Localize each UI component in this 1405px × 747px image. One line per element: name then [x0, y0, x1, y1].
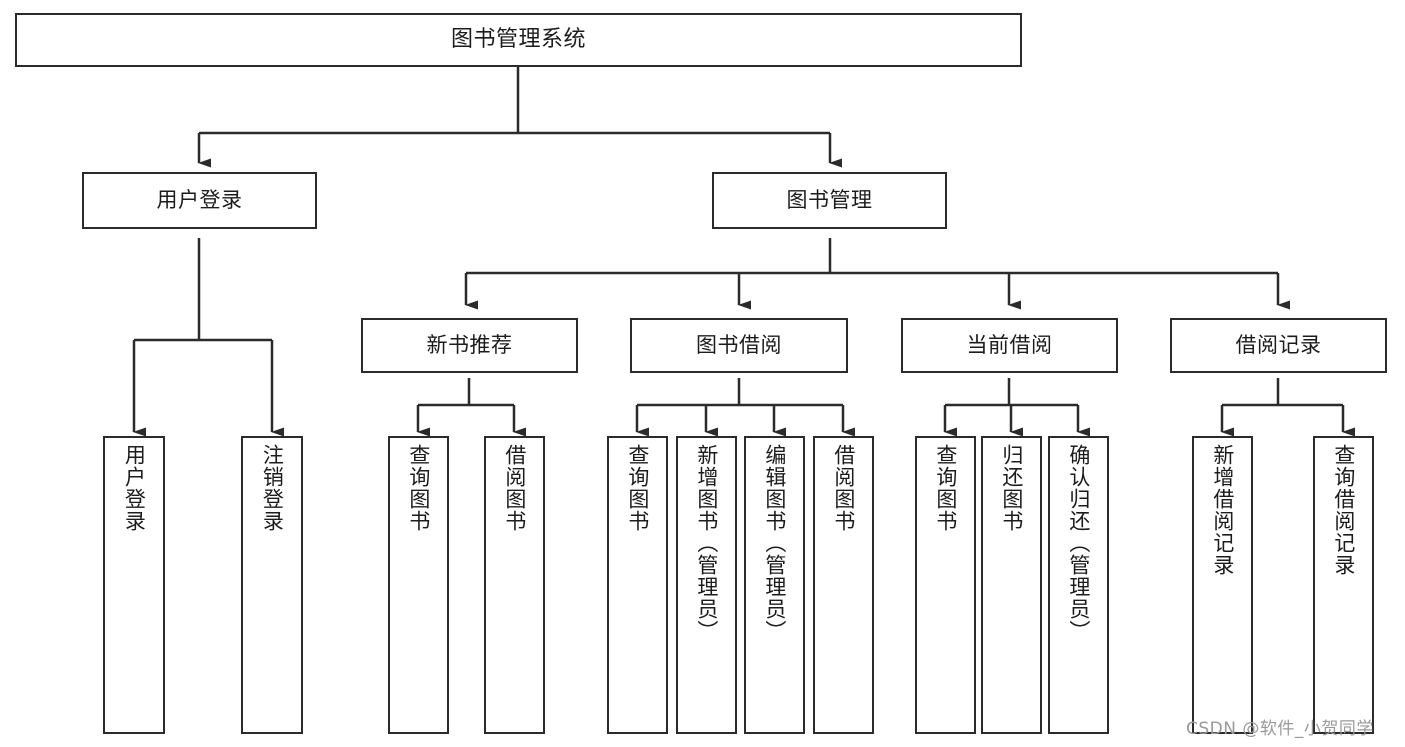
- node-label: 当前借阅: [966, 333, 1053, 358]
- node-label: 图书管理系统: [450, 27, 586, 53]
- node-label: 借阅记录: [1235, 333, 1322, 358]
- node-label: 编辑图书（管理员）: [762, 444, 787, 642]
- node-label: 新增图书（管理员）: [694, 444, 719, 642]
- node-label: 新增借阅记录: [1210, 444, 1235, 576]
- leaf-borrow-edit-book[interactable]: 编辑图书（管理员）: [744, 436, 805, 734]
- node-label: 用户登录: [156, 188, 243, 213]
- leaf-current-query-book[interactable]: 查询图书: [915, 436, 976, 734]
- leaf-record-query[interactable]: 查询借阅记录: [1313, 436, 1374, 734]
- node-label: 查询借阅记录: [1331, 444, 1356, 576]
- node-label: 借阅图书: [831, 444, 856, 532]
- leaf-borrow-borrow-book[interactable]: 借阅图书: [813, 436, 874, 734]
- watermark: CSDN @软件_小贺同学: [1186, 719, 1374, 739]
- leaf-new-book-query[interactable]: 查询图书: [388, 436, 449, 734]
- leaf-user-login[interactable]: 用户登录: [103, 436, 165, 734]
- node-label: 新书推荐: [426, 333, 513, 358]
- leaf-current-confirm-return[interactable]: 确认归还（管理员）: [1048, 436, 1109, 734]
- node-book-management[interactable]: 图书管理: [712, 172, 947, 229]
- node-label: 查询图书: [625, 444, 650, 532]
- node-label: 归还图书: [999, 444, 1024, 532]
- node-label: 查询图书: [933, 444, 958, 532]
- node-label: 查询图书: [406, 444, 431, 532]
- node-borrow-record[interactable]: 借阅记录: [1170, 318, 1387, 373]
- leaf-borrow-query-book[interactable]: 查询图书: [607, 436, 668, 734]
- leaf-user-logout[interactable]: 注销登录: [241, 436, 303, 734]
- leaf-record-add[interactable]: 新增借阅记录: [1192, 436, 1253, 734]
- leaf-current-return-book[interactable]: 归还图书: [981, 436, 1042, 734]
- node-label: 图书借阅: [696, 333, 782, 358]
- node-root-system[interactable]: 图书管理系统: [15, 13, 1022, 67]
- node-label: 借阅图书: [502, 444, 527, 532]
- node-book-borrow[interactable]: 图书借阅: [630, 318, 848, 373]
- node-label: 注销登录: [260, 444, 285, 532]
- leaf-new-book-borrow[interactable]: 借阅图书: [484, 436, 545, 734]
- node-label: 图书管理: [786, 188, 873, 213]
- node-current-borrow[interactable]: 当前借阅: [901, 318, 1118, 373]
- node-new-book-recommend[interactable]: 新书推荐: [361, 318, 578, 373]
- leaf-borrow-add-book[interactable]: 新增图书（管理员）: [676, 436, 737, 734]
- node-user-login[interactable]: 用户登录: [82, 172, 317, 229]
- node-label: 用户登录: [122, 444, 147, 532]
- node-label: 确认归还（管理员）: [1066, 444, 1091, 642]
